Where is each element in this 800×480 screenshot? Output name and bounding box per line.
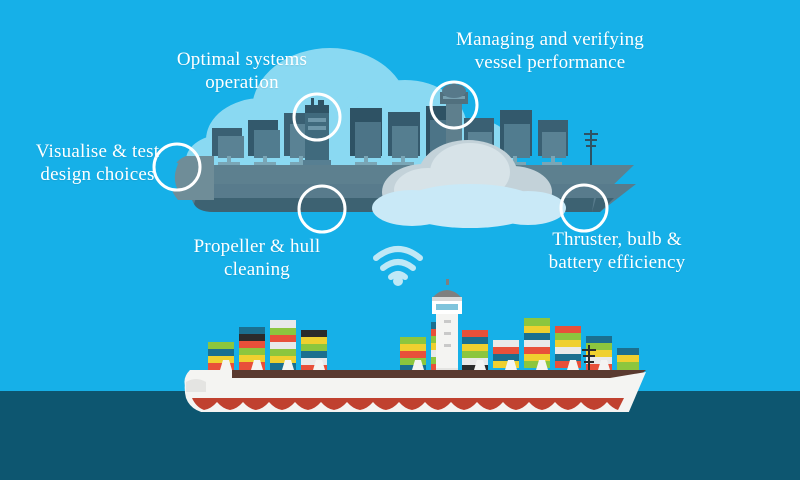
callout-ring-propeller[interactable] (297, 184, 347, 234)
foreground-cloud (372, 140, 566, 228)
callout-ring-bridge-tower[interactable] (292, 92, 342, 142)
top-ship-mast (584, 130, 598, 165)
bottom-ship-bulbous-bow (186, 379, 206, 392)
callout-ring-thruster[interactable] (559, 183, 609, 233)
bottom-ship-mast (582, 345, 596, 372)
callout-ring-funnel[interactable] (429, 80, 479, 130)
callout-rings (152, 80, 609, 234)
callout-label-propeller-hull-cleaning: Propeller & hull cleaning (193, 236, 321, 280)
bottom-ship-waterline (192, 398, 624, 410)
bottom-ship (184, 279, 646, 414)
top-ship-bridge-tower (303, 98, 331, 174)
callout-label-managing-verifying-vessel-performance: Managing and verifying vessel performanc… (455, 29, 645, 73)
bottom-ship-stack-supports (214, 360, 616, 370)
ocean-overlay (0, 412, 800, 480)
wifi-icon (373, 246, 423, 280)
callout-label-optimal-systems-operation: Optimal systems operation (176, 49, 308, 93)
callout-label-visualise-test-design-choices: Visualise & test design choices (35, 141, 160, 185)
wifi-icon-dot (393, 276, 403, 286)
callout-ring-bulbous-bow[interactable] (152, 142, 202, 192)
callout-label-thruster-bulb-battery-efficiency: Thruster, bulb & battery efficiency (548, 229, 686, 273)
top-ship-stern-shadow (592, 198, 614, 212)
